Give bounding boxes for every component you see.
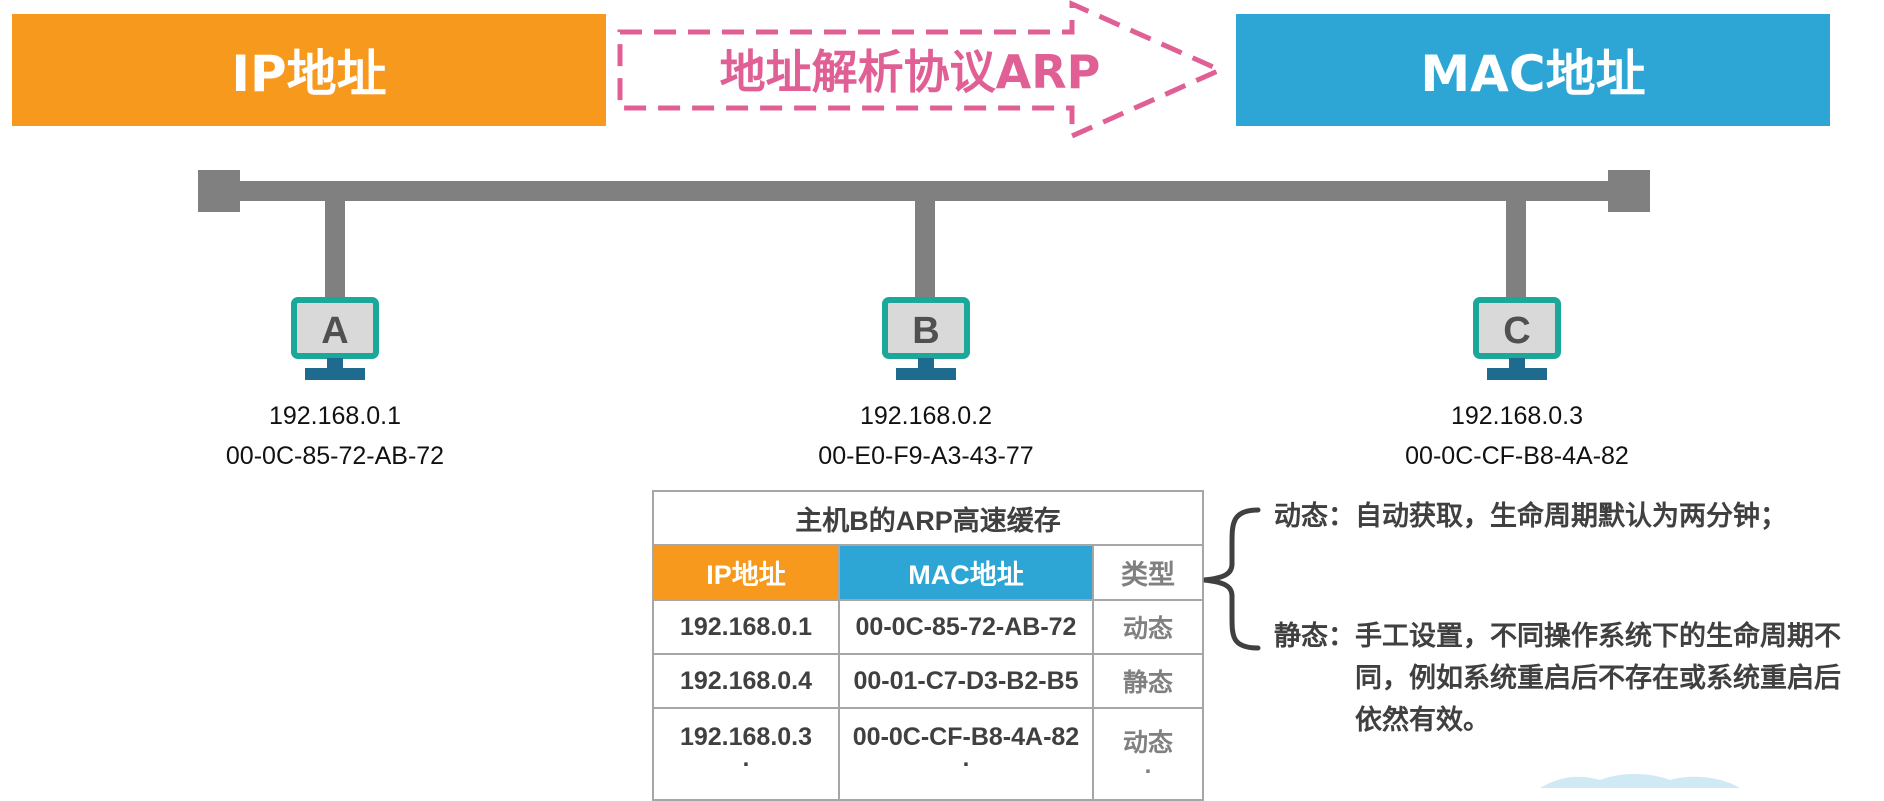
arp-cache-title: 主机B的ARP高速缓存 <box>652 490 1204 546</box>
host-b-mac: 00-E0-F9-A3-43-77 <box>818 442 1034 470</box>
static-note: 静态：手工设置，不同操作系统下的生命周期不同，例如系统重启后不存在或系统重启后依… <box>1274 616 1874 742</box>
column-header-ip: IP地址 <box>652 544 840 601</box>
row-mac-cell: 00-0C-CF-B8-4A-82 . <box>838 707 1094 801</box>
host-b-ip: 192.168.0.2 <box>859 402 993 430</box>
ip-address-banner-label: IP地址 <box>231 45 387 103</box>
row-ip: 192.168.0.4 <box>652 653 840 709</box>
row-ip: 192.168.0.1 <box>652 599 840 655</box>
table-row: 192.168.0.3 . 00-0C-CF-B8-4A-82 . 动态 . <box>652 707 1204 801</box>
computer-monitor-icon: A <box>291 297 379 380</box>
dynamic-note: 动态：自动获取，生命周期默认为两分钟； <box>1274 496 1884 538</box>
host-c-letter: C <box>1503 310 1530 352</box>
host-c-mac: 00-0C-CF-B8-4A-82 <box>1405 442 1629 470</box>
network-diagram: A B C <box>198 170 1650 380</box>
static-note-text: 手工设置，不同操作系统下的生命周期不同，例如系统重启后不存在或系统重启后依然有效… <box>1355 621 1841 736</box>
host-c-info: 192.168.0.3 00-0C-CF-B8-4A-82 <box>1357 396 1677 476</box>
continuation-dot: . <box>962 745 970 772</box>
row-type: 动态 <box>1122 729 1173 757</box>
continuation-dot: . <box>742 745 750 772</box>
curly-brace-icon <box>1203 507 1261 651</box>
row-mac: 00-01-C7-D3-B2-B5 <box>838 653 1094 709</box>
row-mac: 00-0C-85-72-AB-72 <box>838 599 1094 655</box>
row-ip-cell: 192.168.0.3 . <box>652 707 840 801</box>
host-a-letter: A <box>321 310 348 352</box>
table-row: 192.168.0.1 00-0C-85-72-AB-72 动态 <box>652 599 1204 655</box>
continuation-dot: . <box>1144 752 1152 779</box>
row-type-cell: 动态 . <box>1092 707 1204 801</box>
network-bus-icon <box>198 170 1650 300</box>
host-b-info: 192.168.0.2 00-E0-F9-A3-43-77 <box>766 396 1086 476</box>
dynamic-note-text: 自动获取，生命周期默认为两分钟； <box>1355 501 1787 532</box>
column-header-mac: MAC地址 <box>838 544 1094 601</box>
host-a-info: 192.168.0.1 00-0C-85-72-AB-72 <box>175 396 495 476</box>
arp-cache-table: 主机B的ARP高速缓存 IP地址 MAC地址 类型 192.168.0.1 00… <box>652 490 1204 801</box>
arp-dashed-arrow-icon <box>617 0 1227 140</box>
host-c-ip: 192.168.0.3 <box>1450 402 1584 430</box>
host-b-letter: B <box>912 310 939 352</box>
static-note-key: 静态： <box>1274 621 1355 652</box>
row-type: 静态 <box>1092 653 1204 709</box>
table-row: 192.168.0.4 00-01-C7-D3-B2-B5 静态 <box>652 653 1204 709</box>
host-a-ip: 192.168.0.1 <box>268 402 402 430</box>
mac-address-banner-label: MAC地址 <box>1420 45 1646 103</box>
row-type: 动态 <box>1092 599 1204 655</box>
computer-monitor-icon: C <box>1473 297 1561 380</box>
column-header-type: 类型 <box>1092 544 1204 601</box>
mac-address-banner: MAC地址 <box>1236 14 1830 126</box>
row-ip: 192.168.0.3 <box>679 723 813 751</box>
arp-protocol-label: 地址解析协议ARP <box>719 45 1101 99</box>
row-mac: 00-0C-CF-B8-4A-82 <box>852 723 1080 751</box>
host-a-mac: 00-0C-85-72-AB-72 <box>225 442 445 470</box>
computer-monitor-icon: B <box>882 297 970 380</box>
cloud-decoration-icon <box>1540 774 1740 788</box>
ip-address-banner: IP地址 <box>12 14 606 126</box>
dynamic-note-key: 动态： <box>1274 501 1355 532</box>
